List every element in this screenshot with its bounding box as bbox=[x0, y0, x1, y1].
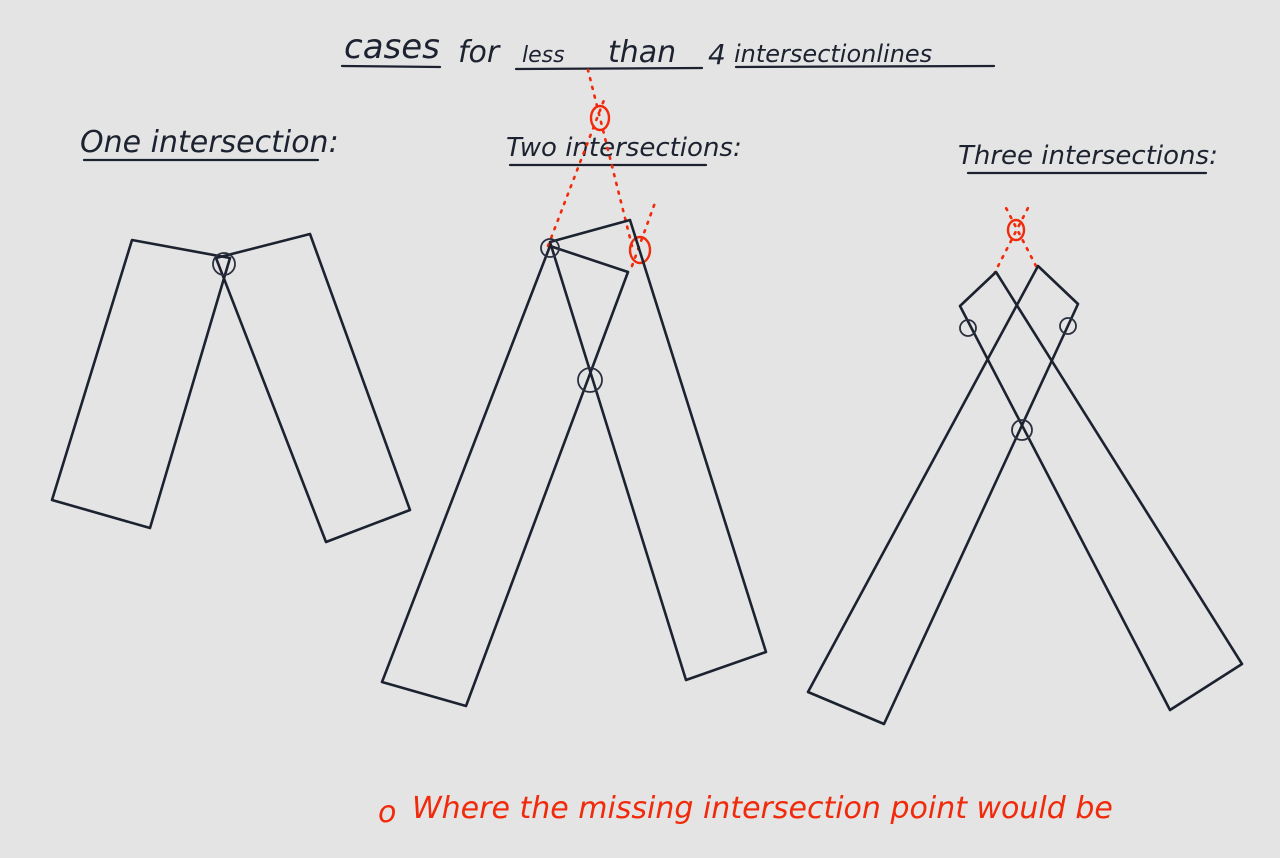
title-word-than: than bbox=[608, 35, 676, 70]
intersection-marker bbox=[540, 238, 560, 258]
missing-extension-line bbox=[992, 202, 1032, 276]
panel-label-three: Three intersections: bbox=[958, 141, 1218, 171]
intersection-marker bbox=[1059, 317, 1077, 335]
missing-extension-line bbox=[1002, 202, 1038, 268]
panel-three-intersections: Three intersections: bbox=[806, 141, 1244, 726]
title-word-4: 4 bbox=[708, 38, 726, 71]
title-word-less: less bbox=[522, 43, 565, 68]
strip-right-panel-2 bbox=[548, 218, 768, 682]
intersection-marker bbox=[212, 252, 236, 276]
strip-left-panel-3 bbox=[806, 264, 1080, 726]
title-underline-1 bbox=[340, 64, 442, 69]
legend-symbol: o bbox=[378, 795, 396, 830]
missing-extension-line bbox=[630, 198, 658, 268]
strip-right-panel-1 bbox=[214, 232, 412, 544]
title-word-cases: cases bbox=[344, 27, 440, 67]
title-underline-3 bbox=[734, 64, 996, 69]
missing-intersection-marker bbox=[628, 235, 652, 265]
strip-left-panel-2 bbox=[380, 244, 630, 708]
panel-one-intersection: One intersection: bbox=[50, 125, 412, 544]
missing-intersection-marker bbox=[589, 104, 611, 132]
title-underline-2 bbox=[514, 66, 704, 71]
strip-right-panel-3 bbox=[958, 270, 1244, 712]
intersection-marker bbox=[959, 319, 977, 337]
panel-two-intersections: Two intersections: bbox=[380, 68, 768, 708]
missing-extension-line bbox=[586, 68, 634, 248]
legend: o Where the missing intersection point w… bbox=[378, 791, 1113, 830]
diagram-title: cases for less than 4 intersectionlines bbox=[340, 27, 996, 71]
title-word-for: for bbox=[458, 35, 501, 70]
strip-left-panel-1 bbox=[50, 238, 232, 530]
intersection-marker bbox=[577, 367, 603, 393]
legend-text: Where the missing intersection point wou… bbox=[412, 791, 1113, 826]
panel-label-two: Two intersections: bbox=[506, 133, 742, 163]
missing-extension-line bbox=[546, 98, 606, 248]
intersection-marker bbox=[1011, 419, 1033, 441]
panel-label-one: One intersection: bbox=[80, 125, 339, 160]
missing-intersection-marker bbox=[1006, 218, 1026, 242]
title-word-intersectionlines: intersectionlines bbox=[734, 40, 932, 68]
